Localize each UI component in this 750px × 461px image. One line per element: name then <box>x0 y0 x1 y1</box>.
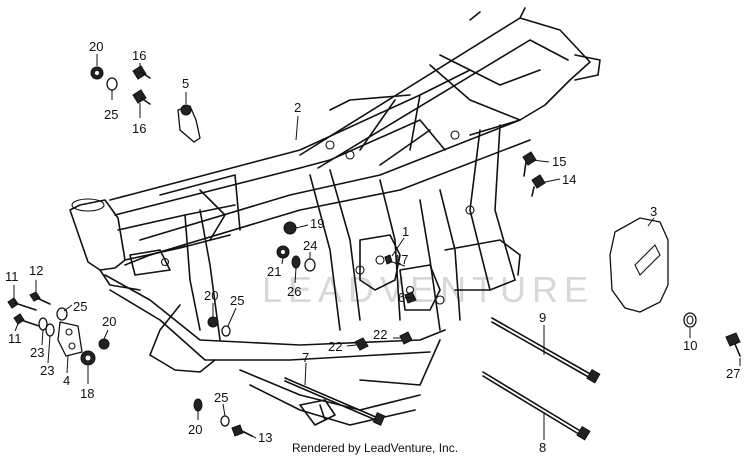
callout-20: 20 <box>188 422 202 437</box>
callout-25: 25 <box>104 107 118 122</box>
callout-labels: 20 25 16 16 5 2 15 14 3 19 24 21 26 1 17… <box>5 39 740 455</box>
bolt-22-right[interactable] <box>399 331 413 345</box>
callout-9: 9 <box>539 310 546 325</box>
callout-6: 6 <box>398 290 405 305</box>
nut-20-bottom[interactable] <box>193 398 203 412</box>
bolt-11-lower[interactable] <box>13 313 43 328</box>
callout-8: 8 <box>539 440 546 455</box>
callout-25: 25 <box>230 293 244 308</box>
nut-20-left[interactable] <box>98 338 110 350</box>
watermark: LEADVENTURE <box>262 269 594 310</box>
callout-22: 22 <box>328 339 342 354</box>
nut-26[interactable] <box>291 255 301 269</box>
callout-22: 22 <box>373 327 387 342</box>
callout-20: 20 <box>102 314 116 329</box>
nut-19[interactable] <box>283 221 297 235</box>
callout-26: 26 <box>287 284 301 299</box>
bolt-11-upper[interactable] <box>7 297 37 311</box>
washer-10[interactable] <box>683 312 697 328</box>
callout-15: 15 <box>552 154 566 169</box>
callout-24: 24 <box>303 238 317 253</box>
nut-18[interactable] <box>80 350 96 366</box>
washer-25-bottom[interactable] <box>220 415 230 427</box>
callout-17: 17 <box>394 252 408 267</box>
bolt-1-17[interactable] <box>384 254 393 265</box>
nut-21[interactable] <box>276 245 290 259</box>
callout-16: 16 <box>132 121 146 136</box>
callout-20: 20 <box>204 288 218 303</box>
bolt-22-left[interactable] <box>354 337 369 351</box>
bracket-5[interactable] <box>177 104 201 143</box>
bolt-16-lower[interactable] <box>132 89 151 105</box>
callout-4: 4 <box>63 373 70 388</box>
frame-cover-part[interactable] <box>609 217 669 313</box>
callout-14: 14 <box>562 172 576 187</box>
bolt-12[interactable] <box>29 291 51 305</box>
callout-23: 23 <box>30 345 44 360</box>
footer-credit: Rendered by LeadVenture, Inc. <box>291 441 459 455</box>
callout-20: 20 <box>89 39 103 54</box>
main-frame-part[interactable] <box>69 7 601 426</box>
washer-23-lower[interactable] <box>45 323 55 337</box>
callout-18: 18 <box>80 386 94 401</box>
washer-25-mid[interactable] <box>221 325 231 337</box>
callout-21: 21 <box>267 264 281 279</box>
through-bolt-8[interactable] <box>482 371 591 441</box>
callout-7: 7 <box>302 350 309 365</box>
through-bolt-9[interactable] <box>491 317 601 384</box>
callout-11: 11 <box>5 269 19 284</box>
callout-3: 3 <box>650 204 657 219</box>
washer-24[interactable] <box>304 258 316 272</box>
callout-2: 2 <box>294 100 301 115</box>
callout-13: 13 <box>258 430 272 445</box>
callout-19: 19 <box>310 216 324 231</box>
callout-27: 27 <box>726 366 740 381</box>
nut-20-mid[interactable] <box>207 316 219 328</box>
nut-20-top[interactable] <box>90 66 104 80</box>
callout-11: 11 <box>8 331 22 346</box>
bolt-27[interactable] <box>725 332 741 357</box>
callout-25: 25 <box>73 299 87 314</box>
washer-25-top[interactable] <box>106 77 118 91</box>
callout-23: 23 <box>40 363 54 378</box>
leader-lines <box>13 54 741 440</box>
through-bolt-7[interactable] <box>284 377 386 426</box>
bolt-13[interactable] <box>231 424 253 437</box>
callout-5: 5 <box>182 76 189 91</box>
bolt-15[interactable] <box>522 151 537 177</box>
callout-12: 12 <box>29 263 43 278</box>
callout-1: 1 <box>402 224 409 239</box>
callout-16: 16 <box>132 48 146 63</box>
bracket-4[interactable] <box>57 321 83 357</box>
bolt-14[interactable] <box>531 174 546 197</box>
bolt-16-top[interactable] <box>132 65 151 80</box>
callout-25: 25 <box>214 390 228 405</box>
callout-10: 10 <box>683 338 697 353</box>
